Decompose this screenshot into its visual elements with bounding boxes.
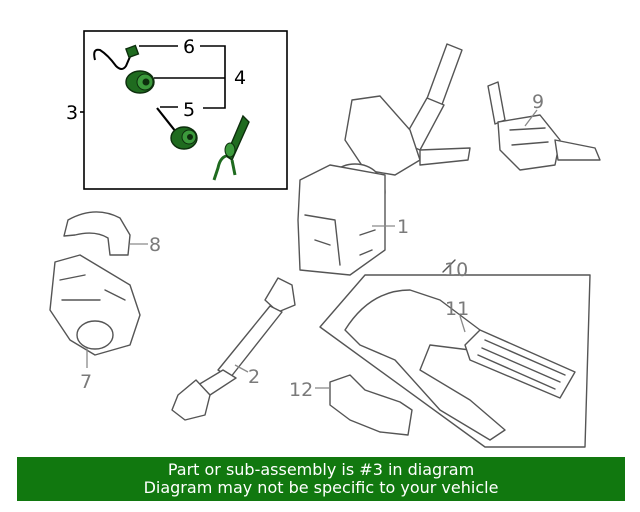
banner-line-1: Part or sub-assembly is #3 in diagram bbox=[167, 460, 475, 479]
subassembly-3-box bbox=[80, 30, 288, 190]
callout-7: 7 bbox=[80, 371, 92, 393]
connector-part-6 bbox=[125, 44, 140, 59]
callout-1: 1 bbox=[397, 216, 409, 238]
combination-switch-part-9 bbox=[487, 81, 601, 171]
callout-8: 8 bbox=[149, 234, 161, 256]
callout-11: 11 bbox=[445, 298, 469, 320]
callout-6: 6 bbox=[183, 36, 195, 58]
lower-cover-part-7 bbox=[49, 254, 141, 356]
vent-part-11 bbox=[464, 329, 576, 399]
key-part bbox=[212, 114, 250, 181]
cover-part-8 bbox=[63, 211, 131, 256]
callout-9: 9 bbox=[532, 91, 544, 113]
parts-diagram: 6 4 5 3 1 2 9 8 bbox=[49, 30, 601, 448]
banner-line-2: Diagram may not be specific to your vehi… bbox=[143, 478, 499, 497]
trim-part-12 bbox=[329, 374, 413, 436]
callout-10: 10 bbox=[444, 259, 468, 281]
panel-frame-part-10 bbox=[319, 259, 591, 448]
callout-5: 5 bbox=[183, 99, 195, 121]
intermediate-shaft-part-2 bbox=[171, 277, 296, 421]
lock-cylinder-part-5 bbox=[156, 107, 198, 150]
lock-housing-part-4 bbox=[125, 70, 155, 94]
callout-2: 2 bbox=[248, 366, 260, 388]
info-banner: Part or sub-assembly is #3 in diagram Di… bbox=[17, 457, 625, 501]
wire-harness-part-6 bbox=[93, 48, 138, 70]
callout-12: 12 bbox=[289, 379, 313, 401]
steering-column-part-1 bbox=[297, 43, 471, 276]
callout-3: 3 bbox=[66, 102, 78, 124]
callout-4: 4 bbox=[234, 67, 246, 89]
